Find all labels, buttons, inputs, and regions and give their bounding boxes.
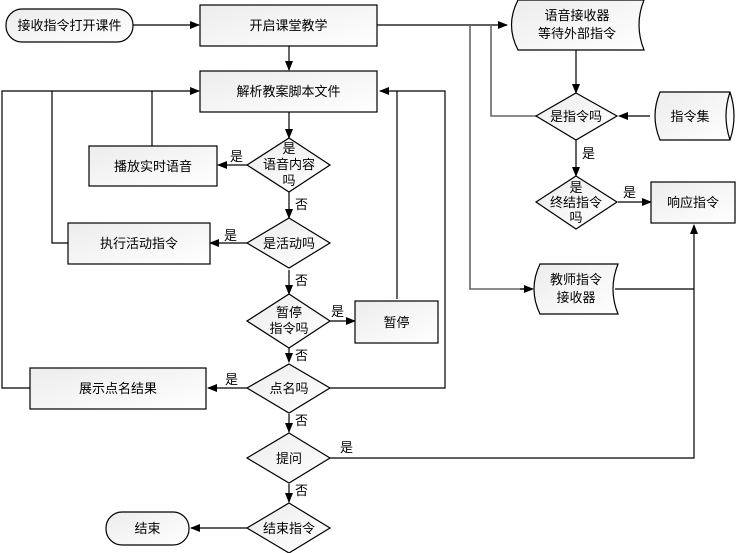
svg-text:展示点名结果: 展示点名结果	[79, 381, 157, 397]
svg-text:结束: 结束	[134, 522, 160, 537]
edge-not-command-loop	[490, 25, 537, 117]
node-show-rollcall: 展示点名结果	[29, 367, 207, 410]
svg-text:吗: 吗	[569, 211, 582, 226]
edge-to-teacher-receiver	[469, 25, 528, 290]
node-play-voice: 播放实时语音	[88, 145, 218, 187]
svg-text:点名吗: 点名吗	[269, 381, 308, 397]
svg-text:暂停: 暂停	[276, 305, 302, 321]
edge-pause-loop	[379, 87, 398, 299]
node-is-rollcall: 点名吗	[245, 363, 332, 414]
svg-text:等待外部指令: 等待外部指令	[538, 26, 616, 42]
label-yes-pause: 是	[331, 305, 344, 320]
svg-text:接收指令打开课件: 接收指令打开课件	[17, 18, 121, 34]
label-no-pause: 否	[295, 349, 308, 364]
svg-text:开启课堂教学: 开启课堂教学	[249, 18, 327, 34]
svg-text:语音接收器: 语音接收器	[544, 8, 609, 24]
svg-text:终结指令: 终结指令	[550, 195, 602, 211]
label-no-rollcall: 否	[295, 414, 308, 429]
edge-question-to-respond	[330, 224, 698, 459]
connectors	[1, 21, 698, 532]
edge-activity-loop	[51, 91, 68, 244]
label-no-question: 否	[295, 484, 308, 499]
node-is-activity: 是活动吗	[245, 217, 332, 269]
edge-rollcall-no-loop	[330, 90, 446, 389]
node-teacher-receiver: 教师指令 接收器	[533, 263, 619, 315]
svg-text:响应指令: 响应指令	[667, 195, 719, 211]
svg-text:播放实时语音: 播放实时语音	[114, 159, 192, 175]
svg-text:是活动吗: 是活动吗	[263, 237, 315, 252]
label-yes-voice: 是	[230, 150, 243, 165]
label-yes-activity: 是	[224, 229, 237, 244]
svg-text:指令集: 指令集	[670, 109, 709, 125]
node-is-voice: 是 语音内容 吗	[245, 137, 332, 193]
node-command-set: 指令集	[654, 91, 735, 141]
svg-text:是: 是	[282, 142, 295, 157]
edge-rollcall-loop	[1, 87, 200, 389]
svg-text:执行活动指令: 执行活动指令	[100, 237, 178, 252]
label-yes-rollcall: 是	[225, 373, 238, 388]
svg-text:解析教案脚本文件: 解析教案脚本文件	[236, 84, 340, 100]
label-yes-command: 是	[582, 147, 595, 162]
svg-text:接收器: 接收器	[556, 290, 595, 306]
node-is-question: 提问	[245, 432, 332, 484]
svg-text:是指令吗: 是指令吗	[550, 110, 602, 125]
node-is-terminate: 是 终结指令 吗	[534, 175, 619, 230]
node-parse-script: 解析教案脚本文件	[199, 70, 378, 113]
node-voice-receiver: 语音接收器 等待外部指令	[510, 0, 645, 51]
node-is-end-command: 结束指令	[245, 502, 332, 553]
node-begin-class: 开启课堂教学	[199, 4, 378, 47]
node-start: 接收指令打开课件	[5, 8, 134, 43]
svg-text:语音内容: 语音内容	[263, 157, 315, 173]
svg-text:是: 是	[569, 181, 582, 196]
svg-text:暂停: 暂停	[383, 315, 409, 331]
svg-text:吗: 吗	[282, 174, 295, 189]
edge-labels: 是 否 是 否 是 否 是 否 是 否 是 是	[224, 147, 636, 499]
node-end: 结束	[105, 511, 190, 546]
svg-text:指令吗: 指令吗	[269, 322, 308, 337]
svg-text:教师指令: 教师指令	[550, 272, 602, 288]
node-pause: 暂停	[354, 300, 439, 344]
label-no-activity: 否	[295, 274, 308, 289]
node-is-pause: 暂停 指令吗	[245, 293, 332, 349]
node-is-command: 是指令吗	[534, 92, 619, 141]
node-respond: 响应指令	[650, 181, 736, 224]
svg-text:提问: 提问	[276, 451, 302, 467]
svg-text:结束指令: 结束指令	[263, 522, 315, 537]
label-no-voice: 否	[295, 198, 308, 213]
label-yes-terminate: 是	[623, 186, 636, 201]
node-exec-activity: 执行活动指令	[67, 222, 211, 265]
label-yes-question: 是	[340, 441, 353, 456]
